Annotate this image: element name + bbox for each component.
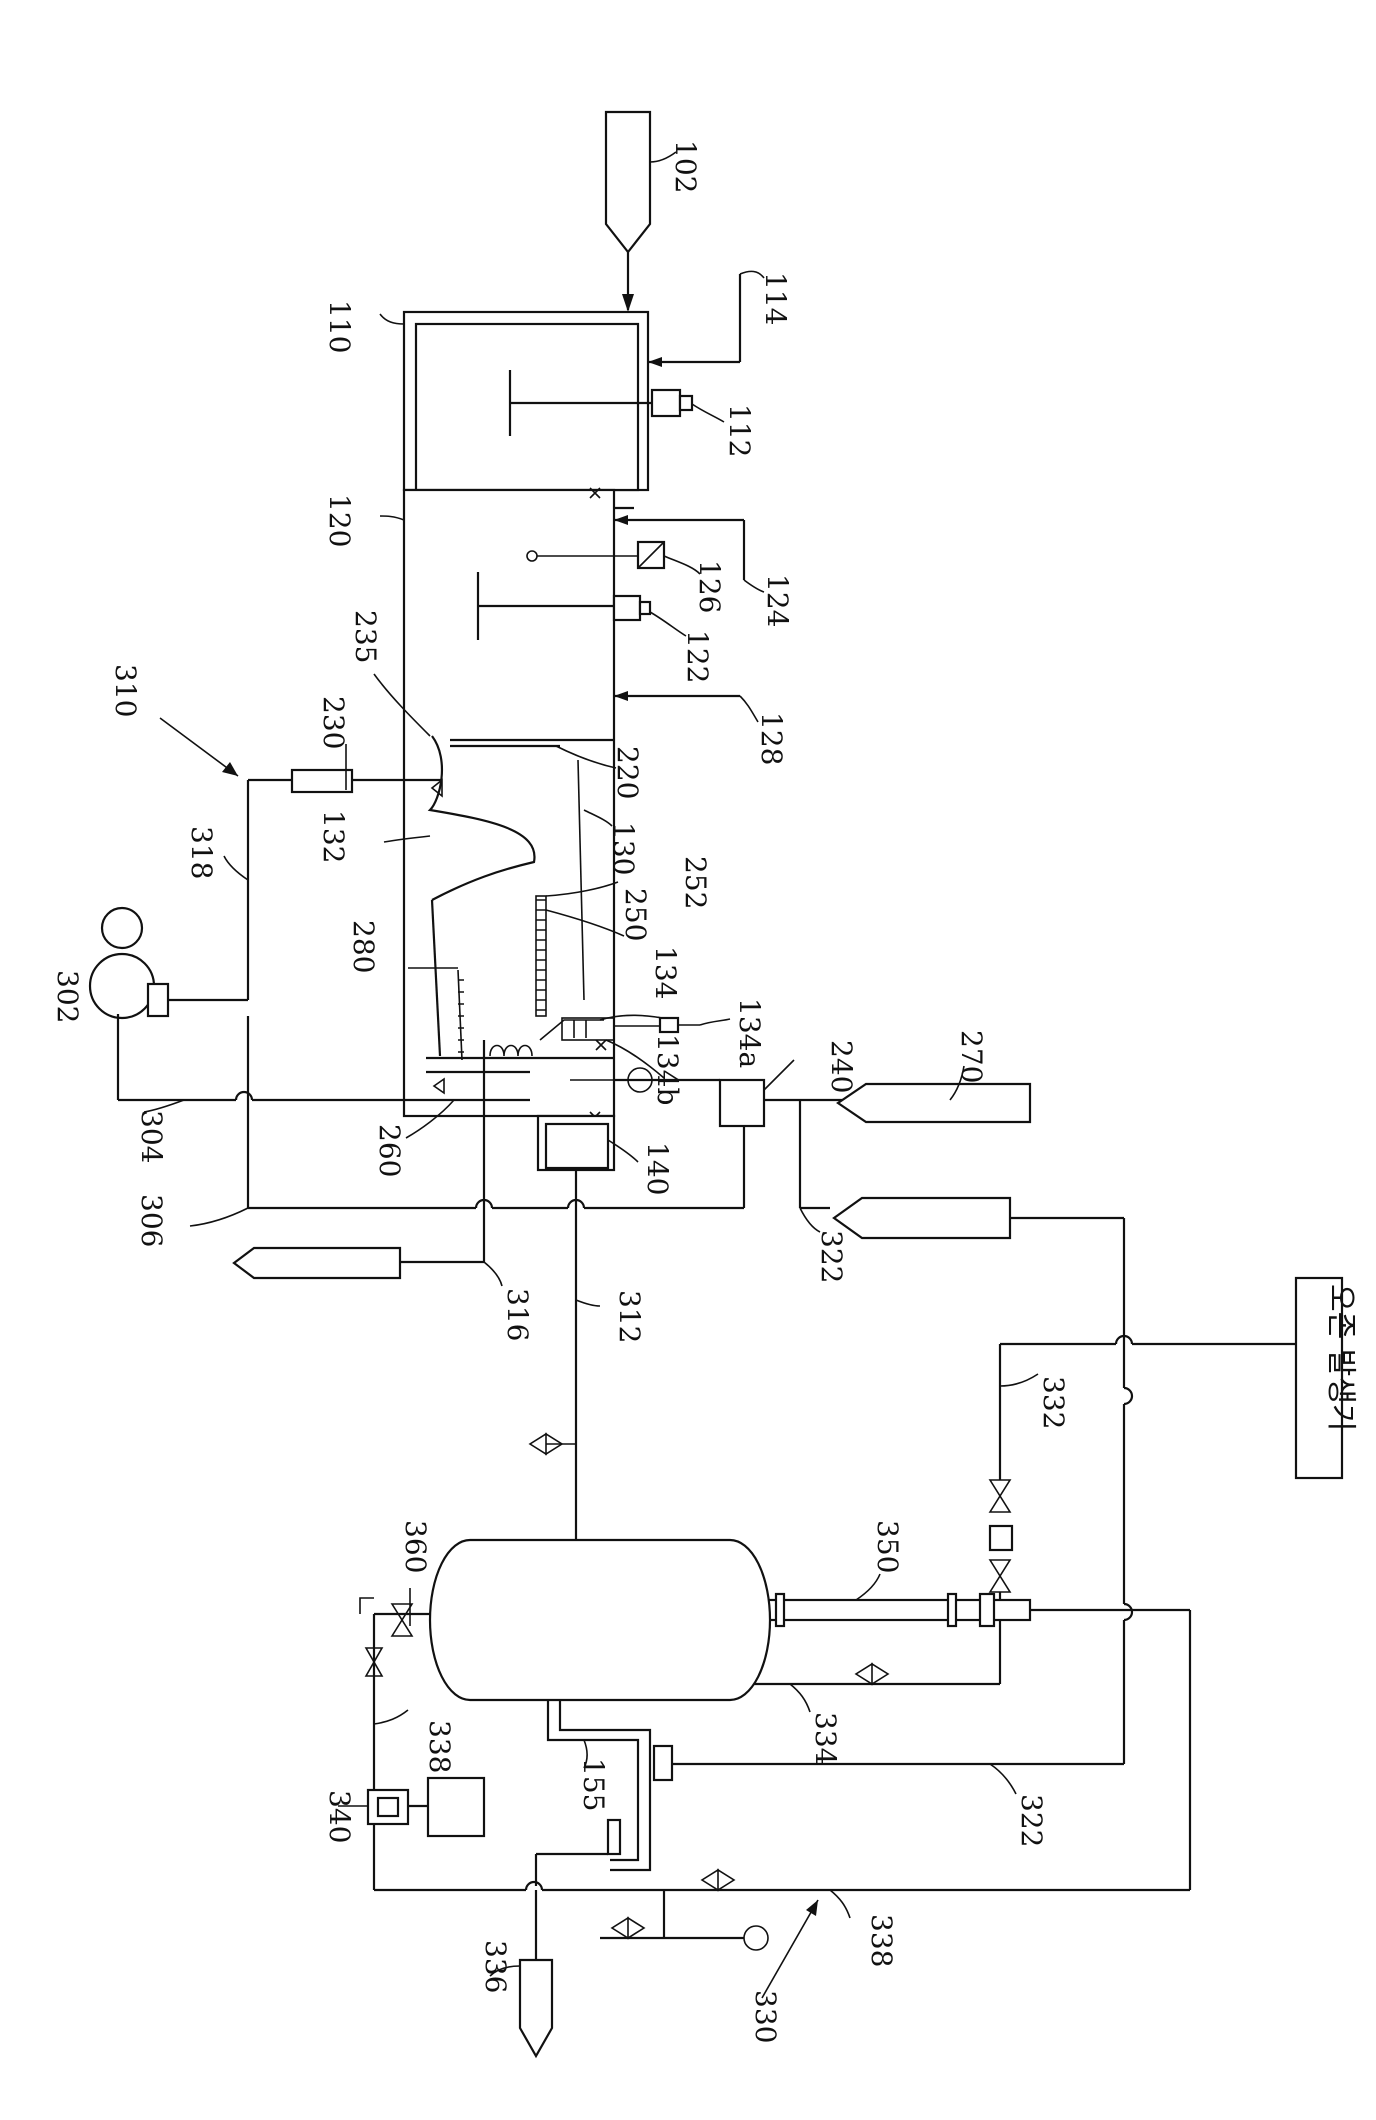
ref-270: 270 — [955, 1030, 988, 1083]
ref-332: 332 — [1037, 1376, 1070, 1429]
ref-240: 240 — [825, 1040, 858, 1093]
ref-250: 250 — [619, 888, 652, 941]
ref-318: 318 — [185, 826, 218, 879]
ref-312: 312 — [613, 1290, 646, 1343]
ozone-generator: 오존 발생기 — [1294, 1276, 1358, 1480]
ref-110: 110 — [323, 300, 356, 353]
ref-304: 304 — [135, 1110, 168, 1163]
leader-lines — [143, 151, 1039, 1977]
ref-338b: 338 — [865, 1914, 898, 1967]
reference-numerals: 102 114 110 112 120 126 124 122 235 230 … — [51, 140, 1070, 2043]
pump-302 — [88, 906, 170, 1020]
ref-334: 334 — [809, 1712, 842, 1765]
ref-120: 120 — [323, 494, 356, 547]
tanks-external — [232, 110, 1032, 2059]
ref-134: 134 — [649, 946, 682, 999]
ref-252: 252 — [679, 856, 712, 909]
reactor-120-130 — [402, 487, 700, 1123]
ref-330: 330 — [749, 1990, 782, 2043]
ref-102: 102 — [669, 140, 702, 193]
ref-322a: 322 — [815, 1230, 848, 1283]
ref-140: 140 — [641, 1142, 674, 1195]
ozone-generator-label: 오존 발생기 — [1323, 1284, 1358, 1432]
ref-322b: 322 — [1015, 1794, 1048, 1847]
ref-350: 350 — [871, 1520, 904, 1573]
ref-155: 155 — [577, 1758, 610, 1811]
ref-128: 128 — [755, 712, 788, 765]
ref-336: 336 — [479, 1940, 512, 1993]
reference-arrows — [159, 717, 819, 1999]
ref-316: 316 — [501, 1288, 534, 1341]
ref-134b: 134b — [651, 1034, 684, 1105]
ref-360: 360 — [399, 1520, 432, 1573]
ref-112: 112 — [723, 404, 756, 457]
ref-310: 310 — [109, 664, 142, 717]
ref-126: 126 — [693, 560, 726, 613]
tank-110 — [402, 310, 694, 492]
ref-235: 235 — [349, 610, 382, 663]
ref-130: 130 — [607, 822, 640, 875]
ref-124: 124 — [761, 574, 794, 627]
ref-134a: 134a — [733, 998, 766, 1068]
ref-220: 220 — [611, 746, 644, 799]
ref-260: 260 — [373, 1124, 406, 1177]
reactor-vessel — [428, 1538, 772, 1702]
ref-338a: 338 — [423, 1720, 456, 1773]
ref-230: 230 — [317, 696, 350, 749]
ref-132: 132 — [317, 810, 350, 863]
ref-306: 306 — [135, 1194, 168, 1247]
ref-114: 114 — [759, 272, 792, 325]
ref-122: 122 — [681, 630, 714, 683]
tank-140 — [536, 1114, 616, 1172]
ref-340: 340 — [323, 1790, 356, 1843]
ref-302: 302 — [51, 970, 84, 1023]
ref-280: 280 — [347, 920, 380, 973]
